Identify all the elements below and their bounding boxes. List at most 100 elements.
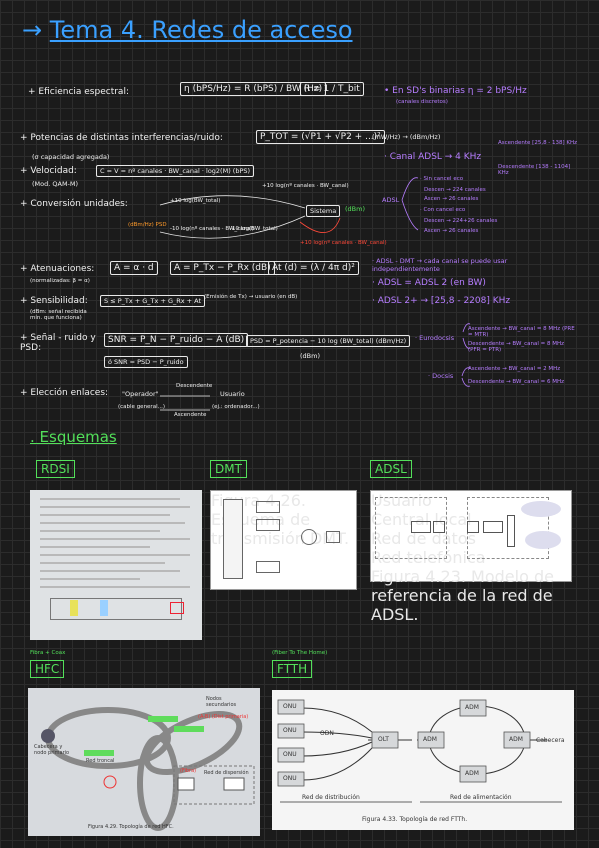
- potencias-note: (σ capacidad agregada): [32, 153, 110, 161]
- conv-l5: +10 log(nº canales · BW_canal): [300, 240, 387, 246]
- snr-psd-formula: ó SNR = PSD − P_ruido: [104, 356, 188, 368]
- hfc-nodos-note: (A-B) (Dist primaria): [198, 714, 249, 720]
- conversion-label: + Conversión unidades:: [20, 199, 128, 209]
- bitrate-formula: R = 1 / T_bit: [300, 82, 364, 96]
- ftth-onu-2: ONU: [283, 727, 297, 734]
- atenuacion-f3: At (d) = (λ / 4π d)²: [268, 261, 359, 275]
- adsl-item-5: Ascen → 26 canales: [424, 228, 479, 234]
- atenuacion-f2: A = P_Tx − P_Rx (dB): [170, 261, 275, 275]
- atenuacion-f1: A = α · d: [110, 261, 158, 275]
- ftth-onu-3: ONU: [283, 751, 297, 758]
- rdsi-photo: [30, 490, 202, 640]
- eficiencia-label: + Eficiencia espectral:: [28, 87, 129, 97]
- adsl-item-3: · Con cancel eco: [420, 207, 466, 213]
- hfc-fibra: (Fibra): [180, 768, 197, 774]
- adsl-item-2: Ascen → 26 canales: [424, 196, 479, 202]
- adsl-brace-label: ADSL: [382, 196, 400, 204]
- hfc-caption: Figura 4.29. Topología de red HFC.: [88, 824, 174, 830]
- conv-l2: +10 log(BW_total): [170, 198, 221, 204]
- tag-rdsi: RDSI: [36, 460, 75, 478]
- euro-item-1: Descendente → BW_canal = 8 MHz (PFR = PT…: [468, 341, 565, 353]
- ftth-note: (Fiber To The Home): [272, 650, 328, 656]
- asc-range: Ascendente [25,8 - 138] KHz: [498, 140, 578, 146]
- usuario-note: (ej.: ordenador...): [212, 404, 260, 410]
- adsl2plus-note: · ADSL 2+ → [25,8 - 2208] KHz: [372, 296, 511, 306]
- potencias-units: (mW/Hz) → (dBm/Hz): [372, 133, 441, 141]
- ftth-adm-3: ADM: [465, 770, 479, 777]
- conv-l1: +10 log(nº canales · BW_canal): [262, 183, 349, 189]
- ftth-olt: OLT: [378, 736, 389, 743]
- adsl-item-0: · Sin cancel eco: [420, 176, 464, 182]
- adsl-usuario: Usuario: [371, 491, 432, 510]
- hfc-red-distrib: Red de dispersión: [204, 770, 249, 776]
- ftth-adm-1: ADM: [423, 736, 437, 743]
- ascendente-arrow-label: Ascendente: [174, 412, 207, 418]
- docsis-item-0: Ascendente → BW_canal = 2 MHz: [468, 366, 561, 372]
- adsl2-note: · ADSL = ADSL 2 (en BW): [372, 278, 486, 288]
- title-arrow: →: [22, 16, 43, 44]
- ftth-odn: ODN: [320, 730, 334, 737]
- senal-dbm: (dBm): [300, 352, 320, 360]
- potencias-label: + Potencias de distintas interferencias/…: [20, 133, 223, 143]
- hfc-cabecera: Cabecera y nodo primario: [34, 744, 70, 756]
- velocidad-label: + Velocidad:: [20, 166, 77, 176]
- adsl-diagram: Usuario Central local Red de datos Red t…: [370, 490, 572, 624]
- eficiencia-formula: η (bPS/Hz) = R (bPS) / BW (Hz): [180, 82, 327, 96]
- tag-hfc: HFC: [30, 660, 65, 678]
- ftth-diagram: ONU ONU ONU ONU ODN OLT ADM ADM ADM ADM …: [272, 690, 574, 830]
- velocidad-formula: C = V = nº canales · BW_canal · log2(M) …: [96, 165, 255, 177]
- sensibilidad-label: + Sensibilidad:: [20, 296, 88, 306]
- hfc-red-troncal: Red troncal: [86, 758, 115, 764]
- docsis-item-1: Descendente → BW_canal = 6 MHz: [468, 379, 565, 385]
- ftth-caption: Figura 4.33. Topología de red FTTh.: [362, 816, 468, 823]
- adsl-item-4: Descen → 224+26 canales: [424, 218, 498, 224]
- atenuaciones-label: + Atenuaciones:: [20, 264, 95, 274]
- desc-range: Descendente [138 - 1104] KHz: [498, 164, 571, 176]
- conv-l4: -10 log(nº canales · BW_canal): [170, 226, 255, 232]
- ftth-onu-1: ONU: [283, 703, 297, 710]
- tag-dmt: DMT: [210, 460, 247, 478]
- snr-formula: SNR = P_N − P_ruido − A (dB): [104, 333, 249, 347]
- operador: "Operador": [122, 390, 159, 398]
- adsl-caption: Figura 4.23. Modelo de referencia de la …: [371, 567, 554, 624]
- ftth-alim: Red de alimentación: [450, 794, 512, 801]
- velocidad-note: (Mod. QAM-M): [32, 180, 79, 188]
- ftth-adm-4: ADM: [509, 736, 523, 743]
- sds-subnote: (canales discretos): [396, 99, 448, 105]
- ftth-onu-4: ONU: [283, 775, 297, 782]
- esquemas-title: . Esquemas: [30, 428, 117, 446]
- operador-note: (cable general...): [118, 404, 165, 410]
- hfc-note: Fibra + Coax: [30, 650, 66, 656]
- tag-adsl: ADSL: [370, 460, 412, 478]
- sistema-dbm: (dBm): [345, 205, 365, 213]
- adsl-red-datos: Red de datos: [371, 529, 476, 548]
- psd-formula: PSD = P_potencia − 10 log (BW_total) (dB…: [246, 335, 411, 347]
- ftth-dist: Red de distribución: [302, 794, 360, 801]
- ftth-adm-2: ADM: [465, 704, 479, 711]
- page-title: → Tema 4. Redes de acceso: [22, 16, 353, 44]
- title-text: Tema 4. Redes de acceso: [49, 16, 353, 44]
- hfc-nodos: Nodos secundarios: [206, 696, 237, 708]
- psd-label: (dBm/Hz) PSD: [128, 222, 167, 228]
- eurodocsis-label: · Eurodocsis: [415, 334, 455, 342]
- sensibilidad-note: (dBm: señal recibida mín. que funciona): [30, 309, 87, 321]
- eleccion-label: + Elección enlaces:: [20, 388, 109, 398]
- docsis-label: · Docsis: [428, 372, 454, 380]
- potencias-formula: P_TOT = (√P1 + √P2 + ...)²: [256, 130, 385, 144]
- usuario: Usuario: [220, 390, 245, 398]
- canal-adsl-note: · Canal ADSL → 4 KHz: [384, 152, 482, 162]
- descendente-arrow-label: Descendente: [176, 383, 213, 389]
- senal-label: + Señal - ruido y PSD:: [20, 333, 96, 353]
- sds-note: • En SD's binarias η = 2 bPS/Hz: [384, 86, 527, 96]
- dmt-diagram: Figura 4.26. Esquema de transmisión DMT.: [210, 490, 357, 590]
- sensibilidad-side: (Emisión de Tx) → usuario (en dB): [204, 294, 298, 300]
- sensibilidad-formula: S ≤ P_Tx + G_Tx + G_Rx + At: [100, 295, 206, 307]
- adsl-red-tel: Red telefónica: [371, 548, 486, 567]
- adsl-dmt-note: · ADSL - DMT → cada canal se puede usar …: [372, 257, 508, 273]
- sistema-box: Sistema: [306, 205, 341, 217]
- ftth-cabecera: Cabecera: [536, 737, 565, 744]
- adsl-item-1: Descen → 224 canales: [424, 187, 486, 193]
- tag-ftth: FTTH: [272, 660, 313, 678]
- euro-item-0: Ascendente → BW_canal = 8 MHz (PRE = MTR…: [468, 326, 575, 338]
- atenuaciones-note: (normalizadas: β = α): [30, 278, 90, 284]
